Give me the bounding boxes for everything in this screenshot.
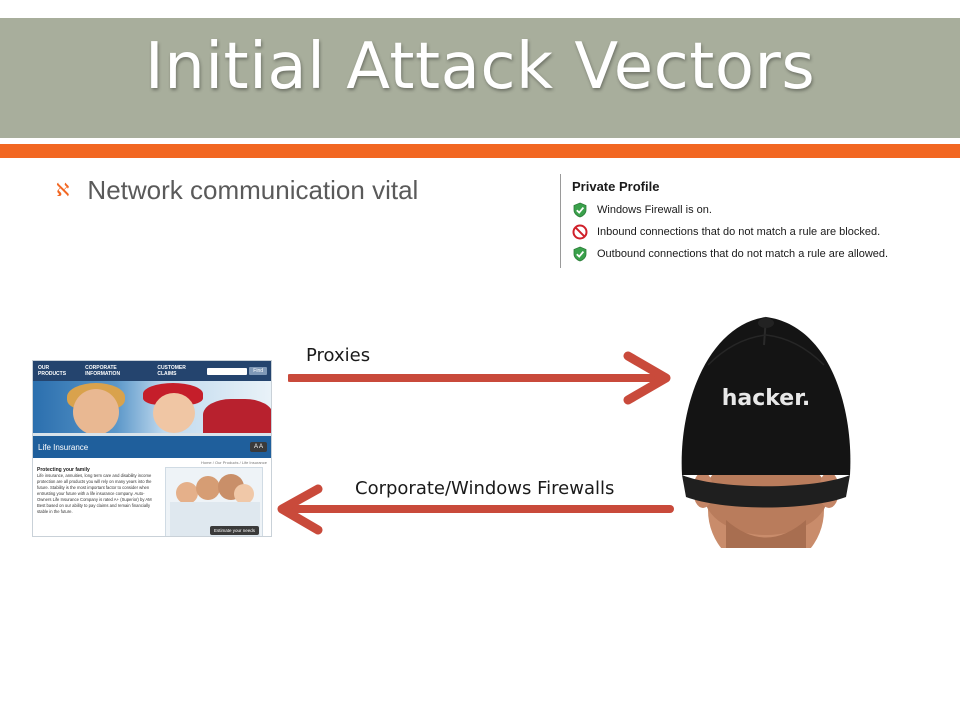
site-breadcrumb: Home / Our Products / Life Insurance (200, 460, 267, 465)
site-hero-image (33, 381, 271, 433)
firewall-row-text: Inbound connections that do not match a … (597, 226, 881, 238)
site-search-button: Find (249, 367, 268, 375)
firewall-profile-title: Private Profile (572, 179, 660, 194)
check-green-shield-icon (573, 202, 587, 218)
website-screenshot: OUR PRODUCTS CORPORATE INFORMATION CUSTO… (32, 360, 272, 537)
bullet-swirl-icon: ℵ (56, 180, 70, 200)
hacker-image: hacker. (681, 316, 851, 548)
firewall-row: Windows Firewall is on. (572, 202, 712, 218)
site-nav-item: OUR PRODUCTS (38, 365, 67, 377)
site-body-heading: Protecting your family (37, 467, 90, 473)
firewall-row: Inbound connections that do not match a … (572, 224, 880, 240)
title-divider (0, 138, 960, 143)
hacker-cap-photo: hacker. (668, 305, 864, 548)
arrow-right (288, 351, 671, 405)
site-body: Protecting your family Life insurance, a… (33, 465, 271, 536)
firewall-row: Outbound connections that do not match a… (572, 246, 888, 262)
title-band (0, 18, 960, 138)
arrow-label-proxies: Proxies (306, 345, 371, 366)
bullet-text: Network communication vital (87, 175, 419, 205)
accent-bar (0, 144, 960, 158)
site-text-tools: A A (249, 442, 267, 452)
site-family-photo: Estimate your needs (165, 467, 263, 536)
site-search-input (207, 367, 248, 375)
firewall-row-text: Windows Firewall is on. (597, 204, 712, 216)
site-estimate-button: Estimate your needs (209, 526, 259, 535)
cap-text: hacker. (722, 386, 811, 411)
site-nav-item: CORPORATE INFORMATION (85, 365, 121, 377)
slide-title: Initial Attack Vectors (144, 30, 816, 104)
site-section-title: Life Insurance (38, 442, 89, 452)
firewall-status-panel: Private Profile Windows Firewall is on. … (560, 174, 901, 268)
arrow-label-firewalls: Corporate/Windows Firewalls (355, 478, 615, 499)
blocked-red-icon (572, 224, 588, 240)
arrow-left (277, 484, 674, 535)
site-nav-item: CUSTOMER CLAIMS (157, 365, 186, 377)
site-nav-bar: OUR PRODUCTS CORPORATE INFORMATION CUSTO… (33, 361, 271, 381)
firewall-row-text: Outbound connections that do not match a… (597, 248, 889, 260)
site-body-text: Protecting your family Life insurance, a… (37, 467, 157, 536)
site-body-paragraph: Life insurance, annuities, long term car… (37, 473, 152, 514)
site-section-header: Life Insurance A A (33, 436, 271, 458)
bullet-item: ℵ Network communication vital (56, 175, 418, 206)
check-green-shield-icon (573, 246, 587, 262)
site-search: Find (207, 367, 271, 375)
